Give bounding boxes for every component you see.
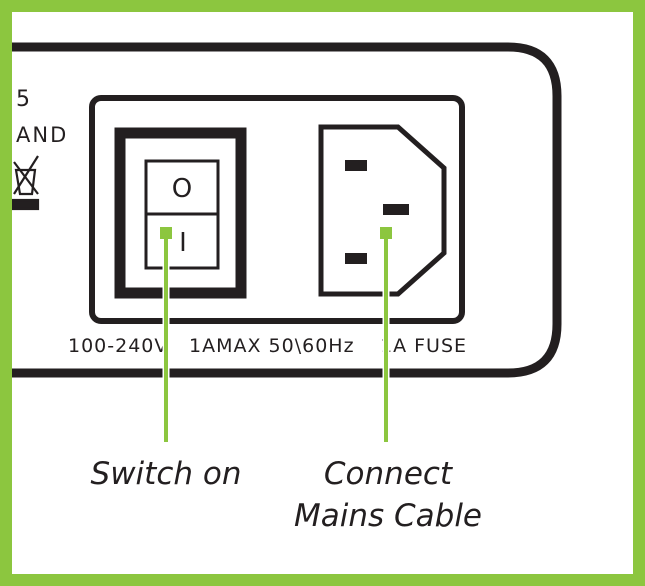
- switch-on-symbol: I: [179, 228, 187, 258]
- inlet-pin-top: [345, 160, 367, 171]
- fuse-rating-label: 1A FUSE: [380, 335, 467, 357]
- connect-caption: Connect: [323, 456, 453, 492]
- mains-callout-marker: [380, 227, 392, 239]
- mains-cable-caption: Mains Cable: [293, 498, 482, 534]
- cropped-label-number: 5: [16, 87, 30, 112]
- current-frequency-label: 1AMAX 50\60Hz: [189, 335, 355, 357]
- inlet-pin-bottom: [345, 253, 367, 264]
- switch-off-symbol: O: [172, 174, 192, 204]
- cropped-label-brand: AND: [16, 123, 68, 147]
- switch-bezel: [114, 127, 247, 299]
- power-switch[interactable]: O I: [114, 127, 247, 299]
- device-rear-panel: [0, 42, 562, 378]
- inlet-pin-earth: [383, 204, 409, 215]
- connector-module: [89, 95, 465, 324]
- switch-on-caption: Switch on: [90, 456, 242, 492]
- voltage-rating-label: 100-240V: [68, 335, 168, 357]
- mains-inlet[interactable]: [318, 124, 447, 297]
- mains-inlet-outline: [318, 124, 447, 297]
- recycle-bin-icon: [10, 155, 40, 211]
- switch-callout-marker: [160, 227, 172, 239]
